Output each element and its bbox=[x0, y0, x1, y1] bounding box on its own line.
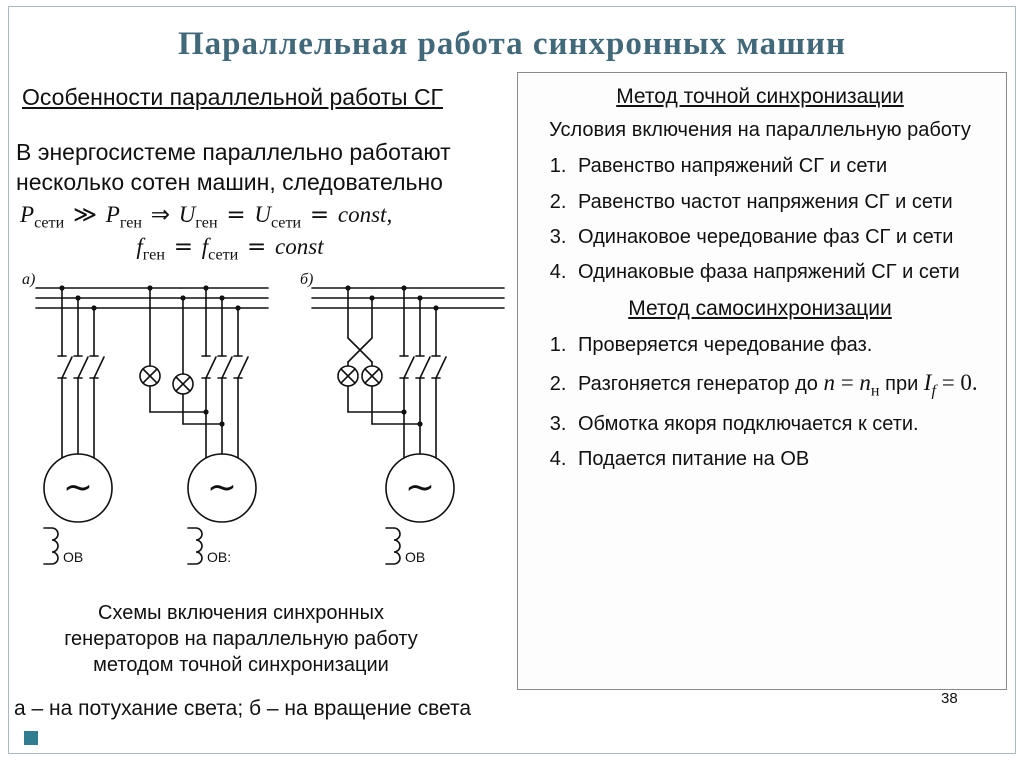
generator-2-leads bbox=[205, 287, 239, 459]
excitation-winding-3-label: ОВ bbox=[405, 549, 425, 565]
junction-dots-b bbox=[345, 285, 439, 427]
switch-generator-1 bbox=[57, 355, 105, 379]
list-item-text: Одинаковые фаза напряжений СГ и сети bbox=[578, 261, 960, 284]
excitation-winding-2 bbox=[187, 527, 203, 565]
generator-1-leads bbox=[61, 287, 95, 459]
excitation-winding-1-label: ОВ bbox=[63, 549, 83, 565]
excitation-winding-3 bbox=[385, 527, 401, 565]
generator-2 bbox=[187, 453, 257, 523]
list-item-text: Разгоняется генератор до bbox=[578, 372, 818, 395]
formula-op: ⇒ bbox=[150, 202, 171, 228]
excitation-windings: ОВ ОВ: ОВ bbox=[43, 527, 425, 565]
generator-1 bbox=[43, 453, 113, 523]
formula-var: P bbox=[20, 202, 35, 227]
formula-op: = bbox=[309, 202, 330, 228]
slide-title: Параллельная работа синхронных машин bbox=[177, 26, 847, 62]
bus-lines-a bbox=[35, 287, 269, 309]
list-item-text: Обмотка якоря подключается к сети. bbox=[578, 412, 919, 435]
list-item: Разгоняется генератор до n = nн при If =… bbox=[572, 368, 990, 402]
self-sync-list: Проверяется чередование фаз. Разгоняется… bbox=[530, 332, 990, 472]
scheme-a: а) ~ bbox=[22, 271, 269, 523]
list-item-text: Проверяется чередование фаз. bbox=[578, 334, 873, 357]
circuit-diagram: а) ~ bbox=[22, 271, 505, 565]
heading-2-text: Метод самосинхронизации bbox=[628, 296, 892, 320]
list-item: Одинаковые фаза напряжений СГ и сети bbox=[572, 259, 990, 285]
conditions-list: Равенство напряжений СГ и сети Равенство… bbox=[530, 153, 990, 286]
list-item-text: Равенство напряжений СГ и сети bbox=[578, 155, 888, 178]
formula-var: f bbox=[136, 234, 143, 259]
list-item-text: Равенство частот напряжения СГ и сети bbox=[578, 190, 953, 213]
switch-generator-2 bbox=[201, 355, 249, 379]
list-item: Равенство напряжений СГ и сети bbox=[572, 153, 990, 179]
accent-square bbox=[24, 731, 38, 745]
junction-dots-a bbox=[59, 285, 241, 427]
formula-op: = bbox=[173, 234, 193, 260]
generator-2-symbol: ~ bbox=[207, 467, 237, 508]
list-item: Проверяется чередование фаз. bbox=[572, 332, 990, 358]
lamp-branch-a bbox=[139, 287, 223, 425]
generator-3-leads bbox=[403, 287, 437, 459]
scheme-b-label: б) bbox=[300, 271, 313, 288]
formula-sub: f bbox=[931, 382, 936, 400]
formula-var: n bbox=[823, 369, 835, 395]
scheme-b: б) ~ bbox=[300, 271, 505, 523]
bus-lines-b bbox=[311, 287, 505, 309]
formula-op: = 0. bbox=[941, 369, 978, 395]
formula-op: = bbox=[840, 369, 854, 395]
list-item: Одинаковое чередование фаз СГ и сети bbox=[572, 224, 990, 250]
excitation-winding-1 bbox=[43, 527, 59, 565]
heading-1-text: Метод точной синхронизации bbox=[616, 85, 904, 108]
generator-1-symbol: ~ bbox=[63, 467, 93, 508]
diagram-caption: Схемы включения синхронных генераторов н… bbox=[64, 602, 418, 676]
formula-var: n bbox=[859, 369, 871, 395]
formula-const: const, bbox=[337, 202, 393, 227]
formula-sub: ген bbox=[195, 214, 218, 232]
formula-var: U bbox=[178, 202, 196, 227]
formula-const: const bbox=[275, 234, 324, 259]
formula-sub: сети bbox=[270, 214, 302, 232]
formula-sub: сети bbox=[34, 214, 65, 232]
diagram-footnote: а – на потухание света; б – на вращение … bbox=[14, 697, 472, 720]
generator-3 bbox=[385, 453, 455, 523]
list-item: Подается питание на ОВ bbox=[572, 446, 990, 472]
right-panel-heading-2: Метод самосинхронизации bbox=[530, 295, 990, 323]
scheme-a-label: а) bbox=[22, 271, 35, 288]
formula-var: I bbox=[923, 369, 932, 395]
formula-var: U bbox=[254, 202, 271, 227]
left-column-heading: Особенности параллельной работы СГ bbox=[22, 84, 444, 110]
slide-border bbox=[8, 6, 1016, 754]
list-item: Равенство частот напряжения СГ и сети bbox=[572, 189, 990, 215]
list-item-text: Одинаковое чередование фаз СГ и сети bbox=[578, 225, 954, 248]
formula-var: P bbox=[105, 202, 120, 227]
formula-sub: сети bbox=[208, 246, 239, 264]
formula-power-voltage: Pсети ≫ Pген ⇒ Uген = Uсети = const, bbox=[20, 202, 392, 233]
right-panel-heading-1: Метод точной синхронизации bbox=[530, 83, 990, 111]
list-item-text: при bbox=[885, 372, 919, 395]
formula-sub: н bbox=[870, 382, 880, 400]
formula-sub: ген bbox=[119, 214, 142, 232]
formula-op: ≫ bbox=[72, 202, 98, 228]
switch-generator-3 bbox=[399, 355, 447, 379]
right-panel: Метод точной синхронизации Условия включ… bbox=[517, 72, 1007, 690]
generator-3-symbol: ~ bbox=[405, 467, 435, 508]
formula-frequency: fген = fсети = const bbox=[20, 234, 440, 265]
left-paragraph: В энергосистеме параллельно работают нес… bbox=[16, 139, 451, 195]
right-panel-subheading: Условия включения на параллельную работу bbox=[549, 118, 971, 141]
formula-op: = bbox=[226, 202, 246, 228]
list-item: Обмотка якоря подключается к сети. bbox=[572, 411, 990, 437]
formula-op: = bbox=[247, 234, 267, 260]
excitation-winding-2-label: ОВ: bbox=[207, 549, 231, 565]
formula-var: f bbox=[201, 234, 209, 259]
lamp-branch-b-crossed bbox=[337, 287, 421, 425]
page-number: 38 bbox=[941, 690, 958, 707]
formula-sub: ген bbox=[142, 246, 165, 264]
list-item-text: Подается питание на ОВ bbox=[578, 448, 810, 470]
